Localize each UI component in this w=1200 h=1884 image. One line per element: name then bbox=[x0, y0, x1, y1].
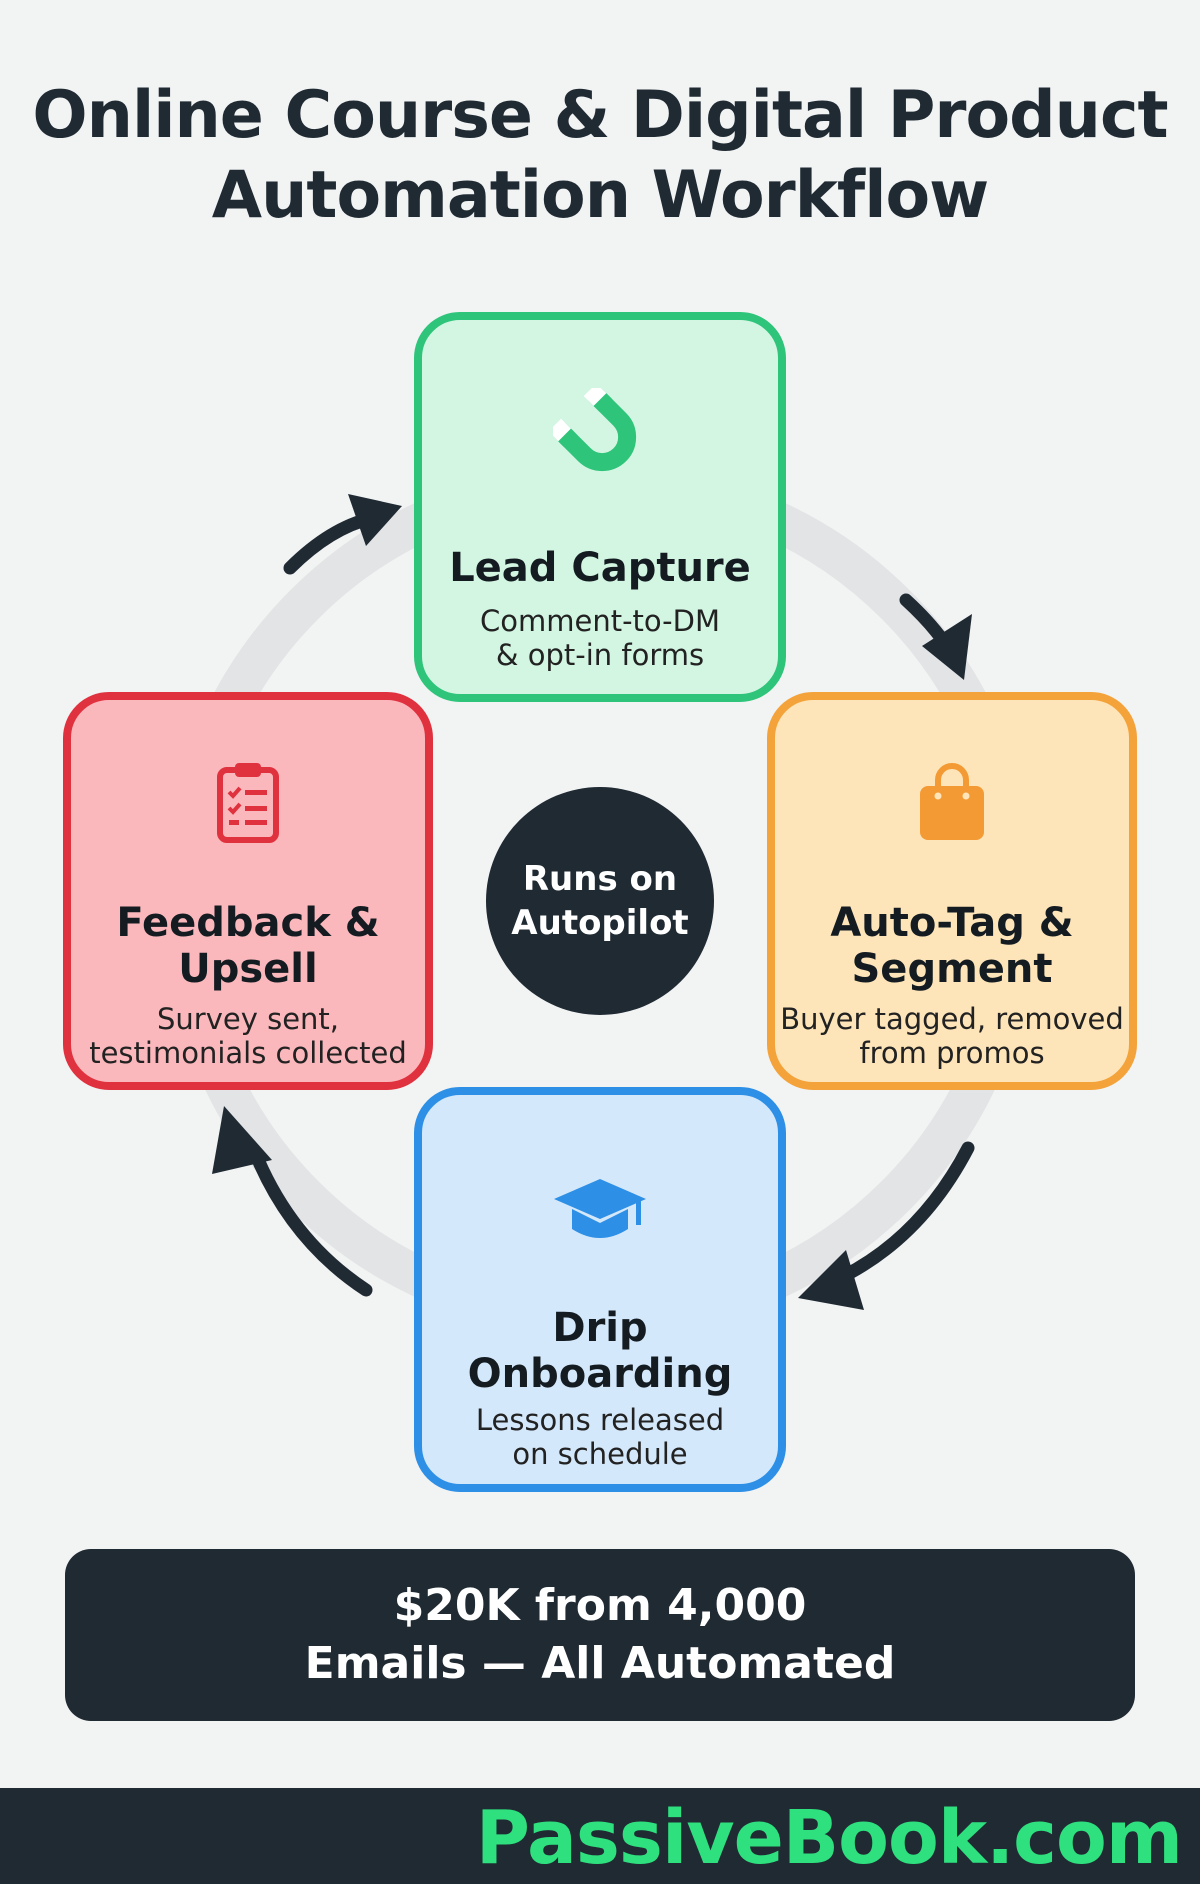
page-title-line-1: Online Course & Digital Product bbox=[32, 78, 1168, 153]
step-title: Feedback & Upsell bbox=[71, 900, 425, 992]
brand-link[interactable]: PassiveBook.com bbox=[475, 1795, 1183, 1881]
step-card-feedback-upsell: Feedback & Upsell Survey sent, testimoni… bbox=[63, 692, 433, 1090]
step-card-drip-onboarding: Drip Onboarding Lessons released on sche… bbox=[414, 1087, 786, 1492]
results-banner: $20K from 4,000 Emails — All Automated bbox=[65, 1549, 1135, 1721]
step-description: Survey sent, testimonials collected bbox=[89, 1002, 407, 1070]
graduation-cap-icon bbox=[550, 1173, 650, 1253]
step-title-line-1: Auto-Tag & bbox=[830, 900, 1074, 946]
banner-line-2: Emails — All Automated bbox=[304, 1638, 896, 1689]
footer-bar: PassiveBook.com bbox=[0, 1788, 1200, 1884]
step-description: Lessons released on schedule bbox=[475, 1403, 725, 1471]
step-title: Lead Capture bbox=[449, 545, 751, 591]
step-title-line-1: Drip bbox=[552, 1305, 648, 1351]
clipboard-checklist-icon bbox=[215, 760, 281, 848]
arrow-feedback-to-lead bbox=[283, 494, 402, 575]
autopilot-line-1: Runs on bbox=[522, 859, 678, 899]
step-title-line-2: Onboarding bbox=[467, 1351, 733, 1397]
step-title: Drip Onboarding bbox=[422, 1305, 778, 1397]
page-title-line-2: Automation Workflow bbox=[211, 158, 989, 233]
arrow-lead-to-auto bbox=[899, 593, 972, 680]
step-title-line-1: Feedback & bbox=[116, 900, 380, 946]
magnet-icon bbox=[548, 383, 647, 486]
arrow-auto-to-drip bbox=[798, 1141, 975, 1310]
page-title: Online Course & Digital Product Automati… bbox=[0, 76, 1200, 236]
step-title-line-2: Segment bbox=[851, 946, 1053, 992]
step-card-auto-tag-segment: Auto-Tag & Segment Buyer tagged, removed… bbox=[767, 692, 1137, 1090]
step-card-lead-capture: Lead Capture Comment-to-DM & opt-in form… bbox=[414, 312, 786, 702]
step-title: Auto-Tag & Segment bbox=[775, 900, 1129, 992]
arrow-drip-to-feedback bbox=[212, 1106, 373, 1297]
shopping-bag-icon bbox=[914, 760, 990, 848]
step-description: Buyer tagged, removed from promos bbox=[780, 1002, 1124, 1070]
autopilot-line-2: Autopilot bbox=[511, 903, 689, 943]
step-description: Comment-to-DM & opt-in forms bbox=[479, 604, 720, 672]
autopilot-badge: Runs on Autopilot bbox=[486, 787, 714, 1015]
banner-line-1: $20K from 4,000 bbox=[393, 1580, 807, 1631]
step-title-line-2: Upsell bbox=[178, 946, 318, 992]
